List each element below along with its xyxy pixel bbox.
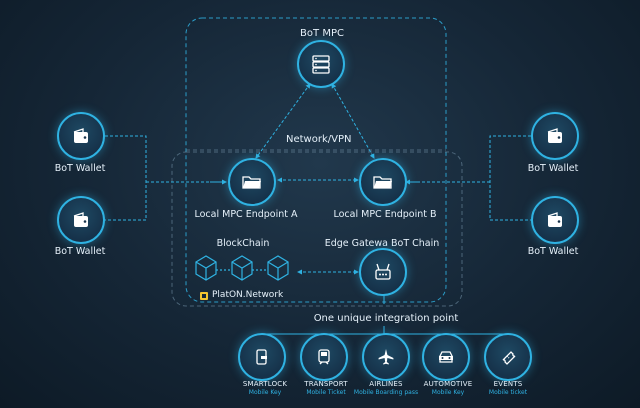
service-sub-airlines: Mobile Boarding pass (353, 389, 419, 396)
line-right-wallets (406, 135, 536, 221)
service-name-airlines: AIRLINES (369, 380, 403, 388)
service-node-smartlock (238, 333, 286, 381)
smartlock-icon (256, 349, 267, 365)
edge-gateway-node (359, 248, 407, 296)
endpoint-a-label: Local MPC Endpoint A (194, 209, 298, 220)
folder-icon (373, 176, 392, 189)
airplane-icon (378, 349, 394, 365)
edge-gateway-label: Edge Gatewa BoT Chain (324, 238, 440, 249)
network-label: Network/VPN (286, 134, 352, 145)
integration-label: One unique integration point (313, 313, 459, 324)
car-icon (439, 351, 453, 363)
service-name-transport: TRANSPORT (304, 380, 348, 388)
server-icon (312, 55, 330, 74)
wallet-icon (547, 212, 562, 227)
line-left-wallets (100, 135, 226, 221)
blockchain-cubes-icon (195, 255, 289, 281)
mpc-boundary-box (185, 17, 447, 303)
wallet-node-right-bottom (531, 196, 579, 244)
wallet-icon (547, 128, 562, 143)
wallet-icon (73, 212, 88, 227)
service-node-automotive (422, 333, 470, 381)
wallet-label-right-top: BoT Wallet (527, 163, 579, 174)
wallet-label-right-bottom: BoT Wallet (527, 246, 579, 257)
service-name-automotive: AUTOMOTIVE (423, 380, 473, 388)
wallet-icon (73, 128, 88, 143)
wallet-label-left-bottom: BoT Wallet (54, 246, 106, 257)
platon-label: PlatON.Network (212, 290, 284, 300)
ticket-icon (502, 351, 516, 365)
wallet-label-left-top: BoT Wallet (54, 163, 106, 174)
arrow-mpc-to-endpoint-a (255, 83, 311, 159)
service-sub-transport: Mobile Ticket (306, 389, 346, 396)
endpoint-a-node (228, 158, 276, 206)
endpoint-b-node (359, 158, 407, 206)
wallet-node-left-top (57, 112, 105, 160)
service-name-smartlock: SMARTLOCK (242, 380, 288, 388)
service-node-events (484, 333, 532, 381)
mpc-label: BoT MPC (300, 28, 344, 39)
service-node-airlines (362, 333, 410, 381)
service-node-transport (300, 333, 348, 381)
mpc-server-node (297, 40, 345, 88)
folder-icon (242, 176, 261, 189)
wallet-node-left-bottom (57, 196, 105, 244)
train-icon (318, 349, 330, 365)
service-name-events: EVENTS (493, 380, 523, 388)
router-icon (375, 263, 391, 280)
blockchain-label: BlockChain (216, 238, 270, 249)
arrow-mpc-to-endpoint-b (331, 83, 375, 159)
service-sub-automotive: Mobile Key (431, 389, 465, 396)
network-boundary-box (171, 151, 463, 307)
wallet-node-right-top (531, 112, 579, 160)
endpoint-b-label: Local MPC Endpoint B (333, 209, 437, 220)
service-sub-smartlock: Mobile Key (248, 389, 282, 396)
service-sub-events: Mobile ticket (488, 389, 528, 396)
